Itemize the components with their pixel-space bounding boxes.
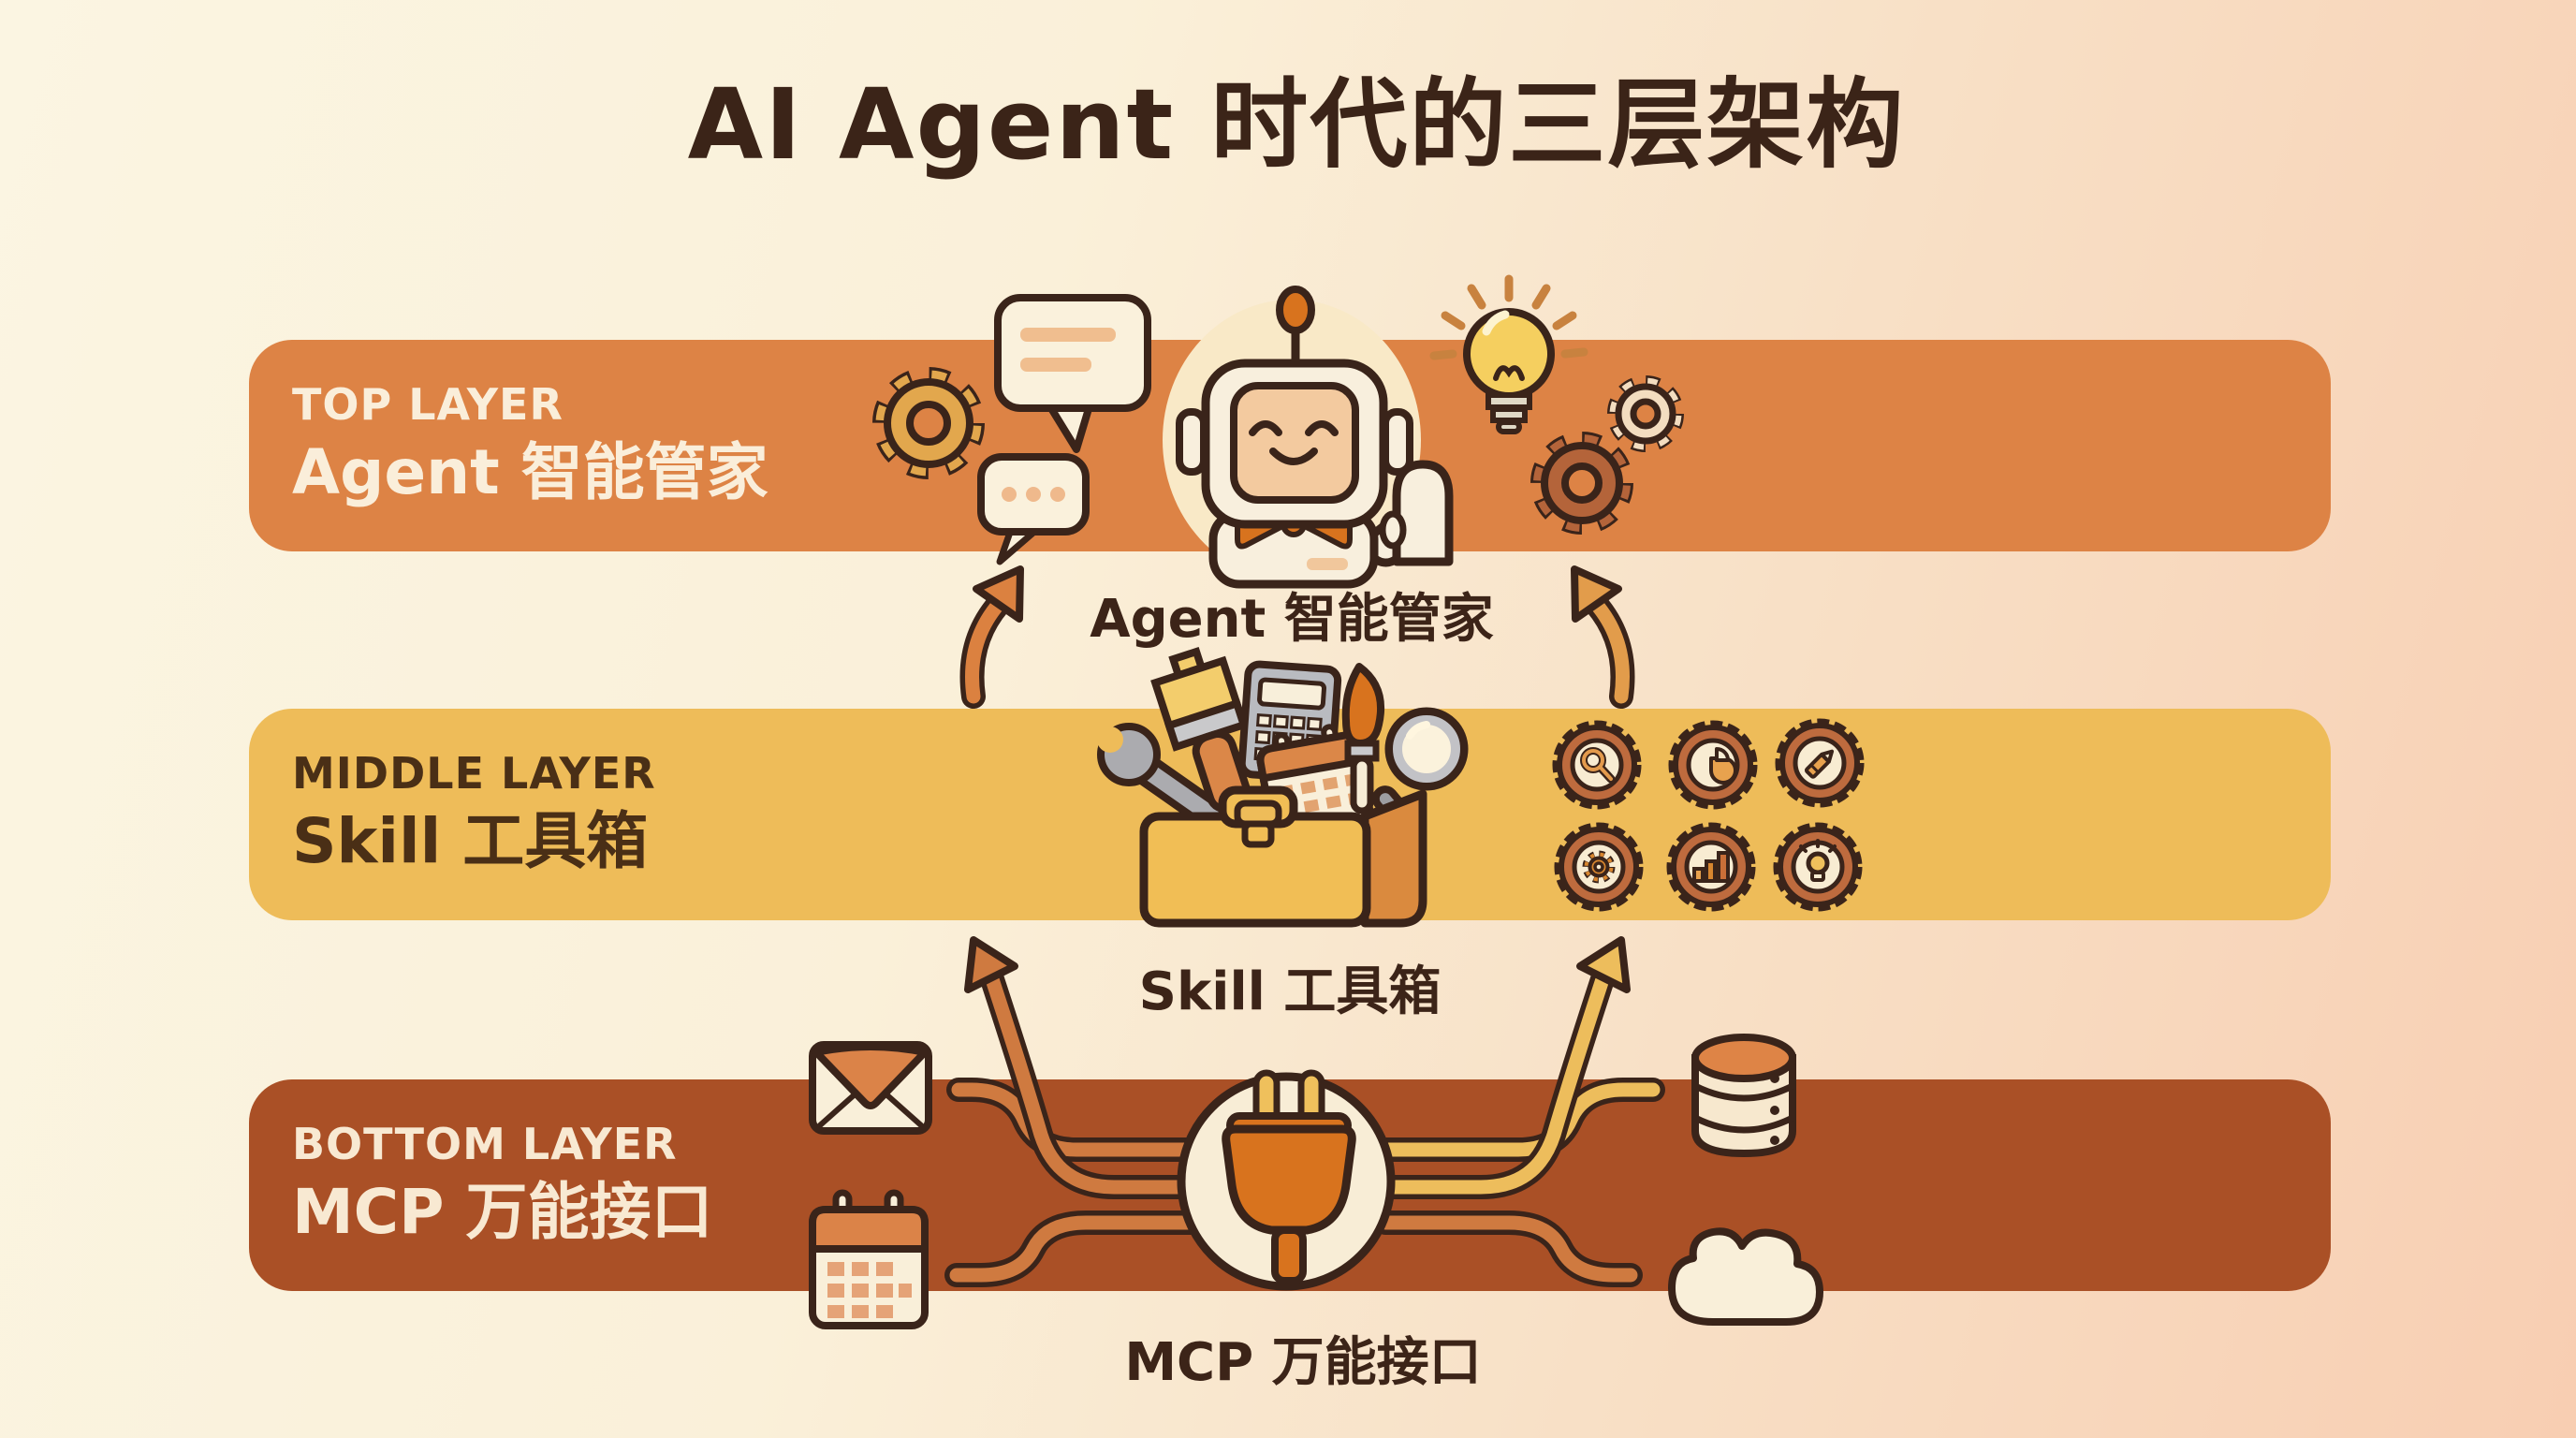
band-middle-label: Skill 工具箱 [292,805,649,877]
caption-mcp: MCP 万能接口 [1124,1332,1482,1393]
band-bottom-layer: BOTTOM LAYER MCP 万能接口 [249,1079,2331,1291]
page-title: AI Agent 时代的三层架构 [687,67,1906,182]
caption-skill: Skill 工具箱 [1138,961,1442,1022]
band-middle-layer: MIDDLE LAYER Skill 工具箱 [249,709,2331,920]
arrow-up-right [1571,565,1635,709]
caption-agent: Agent 智能管家 [1090,589,1494,650]
band-bottom-eyebrow: BOTTOM LAYER [292,1119,678,1169]
arrow-up-left [959,565,1024,709]
band-top-layer: TOP LAYER Agent 智能管家 [249,340,2331,551]
band-bottom-label: MCP 万能接口 [292,1176,713,1248]
band-top-label: Agent 智能管家 [292,436,768,508]
band-top-eyebrow: TOP LAYER [292,379,564,430]
band-middle-eyebrow: MIDDLE LAYER [292,748,656,799]
